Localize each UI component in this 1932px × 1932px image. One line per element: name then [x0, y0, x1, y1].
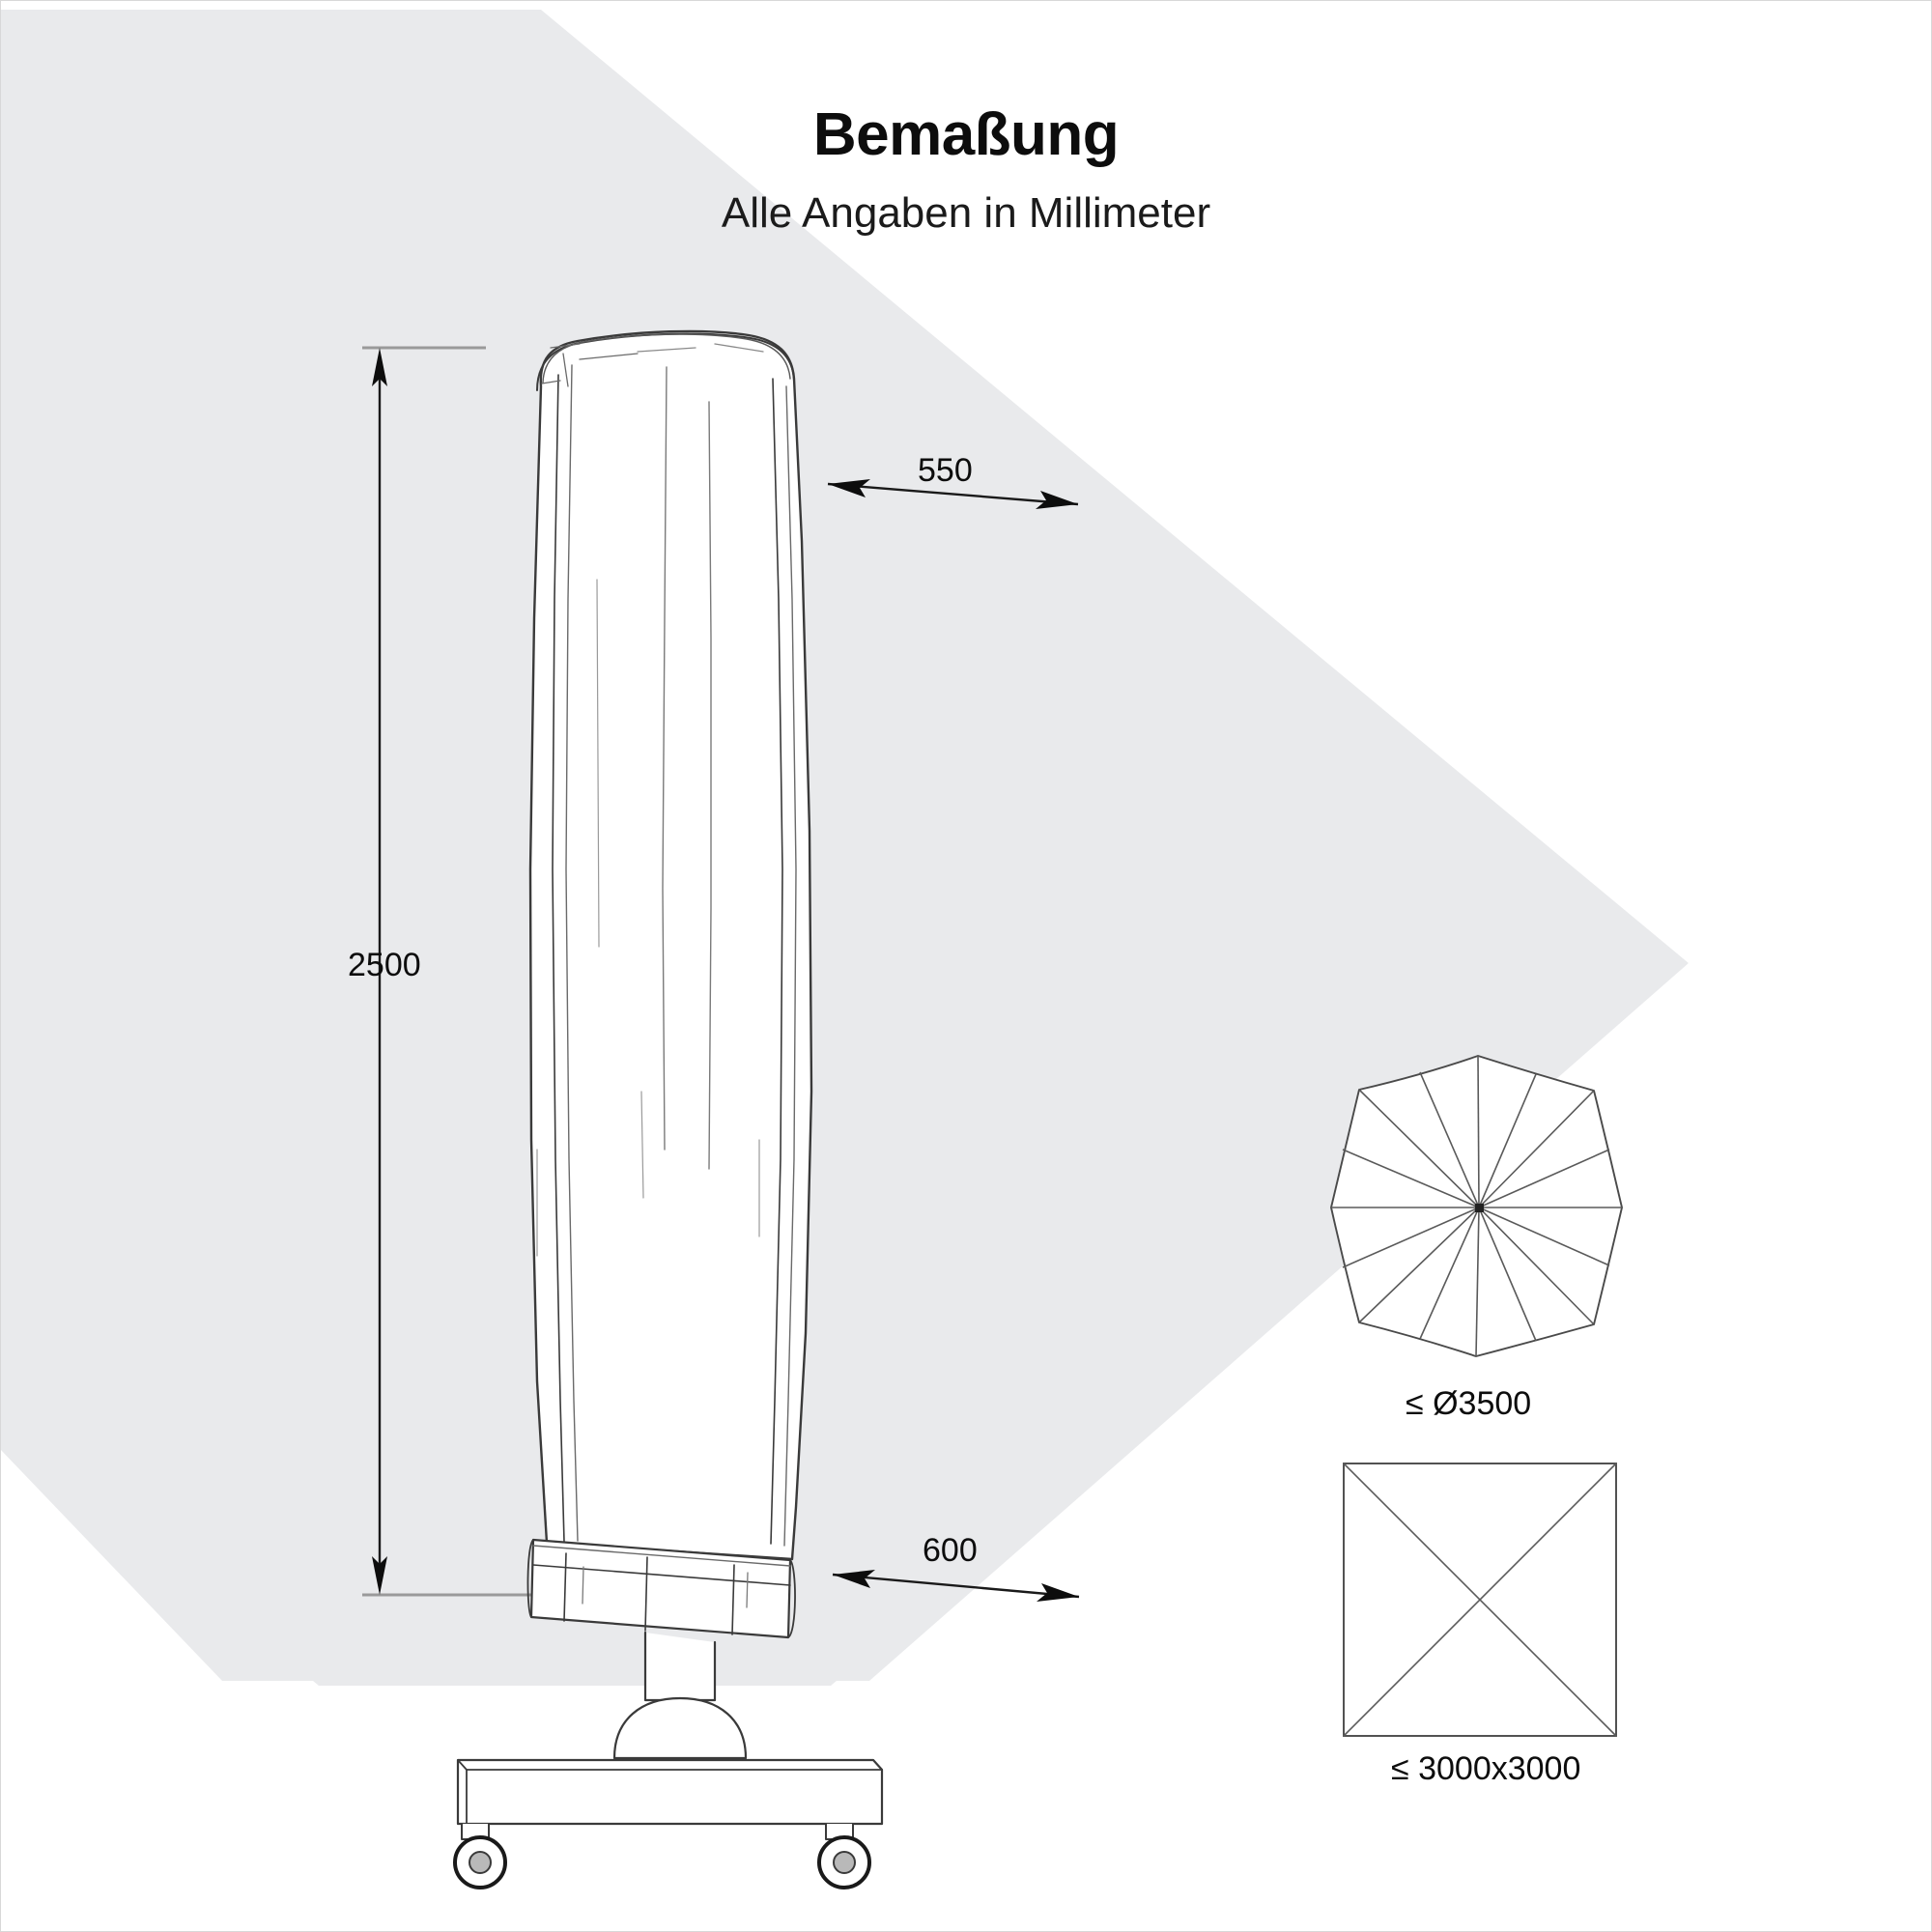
dimension-label-base-width: 600	[923, 1532, 978, 1569]
dimension-label-cover-width: 550	[918, 452, 973, 489]
page-subtitle: Alle Angaben in Millimeter	[721, 189, 1211, 237]
square-size-label: ≤ 3000x3000	[1391, 1750, 1581, 1787]
dimension-base-width	[832, 1570, 1080, 1602]
shadow-wedge-upper-mask	[0, 0, 1932, 947]
parasol-cover-figure	[453, 329, 884, 1889]
page-title: Bemaßung	[812, 101, 1120, 168]
dimension-cover-width	[827, 479, 1079, 509]
square-parasol-top-view	[1343, 1463, 1617, 1737]
shadow-wedge	[0, 10, 1689, 1686]
octagon-parasol-top-view	[1330, 1055, 1623, 1357]
dimension-label-height: 2500	[348, 947, 421, 983]
octagon-size-label: ≤ Ø3500	[1406, 1385, 1532, 1422]
